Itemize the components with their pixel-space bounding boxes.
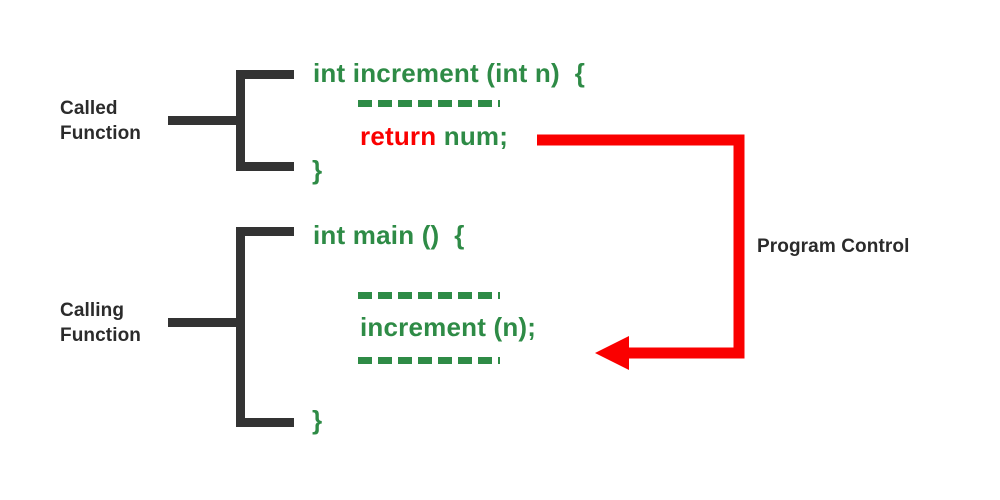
return-keyword: return xyxy=(360,121,437,151)
bracket-arm-bottom xyxy=(236,418,294,427)
called-function-label: Called Function xyxy=(60,98,142,145)
bracket-arm-top xyxy=(236,70,294,79)
bracket-stem xyxy=(236,227,245,427)
function-call-statement: increment (n); xyxy=(360,312,537,342)
called-function-body-placeholder xyxy=(358,100,500,107)
called-function-closing-brace: } xyxy=(312,155,323,185)
program-control-label: Program Control xyxy=(757,236,910,257)
called-function-connector-line xyxy=(168,116,244,125)
called-function-bracket xyxy=(236,70,294,171)
bracket-arm-top xyxy=(236,227,294,236)
main-body-placeholder-bottom xyxy=(358,357,500,364)
return-value: num; xyxy=(436,121,509,151)
bracket-arm-bottom xyxy=(236,162,294,171)
bracket-stem xyxy=(236,70,245,171)
main-function-closing-brace: } xyxy=(312,405,323,435)
main-function-signature: int main () { xyxy=(313,220,465,250)
main-body-placeholder-top xyxy=(358,292,500,299)
return-statement: return num; xyxy=(360,121,508,152)
called-function-signature: int increment (int n) { xyxy=(313,58,586,88)
calling-function-bracket xyxy=(236,227,294,427)
calling-function-connector-line xyxy=(168,318,244,327)
calling-function-label: Calling Function xyxy=(60,300,142,347)
